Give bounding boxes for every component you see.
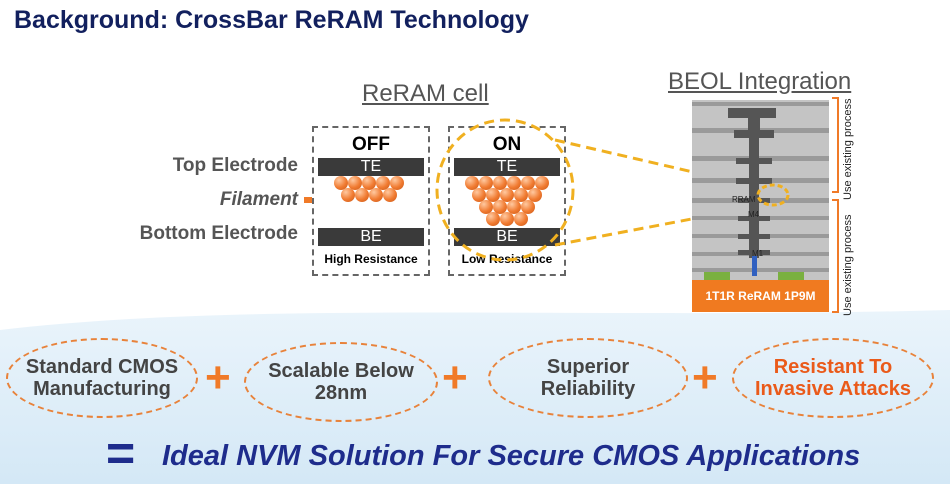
feature-4-line2: Invasive Attacks	[754, 378, 911, 400]
plus-symbol: +	[205, 353, 231, 402]
rram-highlight-icon	[756, 183, 790, 207]
feature-2-line2: 28nm	[314, 382, 368, 404]
filament-particle	[376, 176, 390, 190]
filament-particle	[348, 176, 362, 190]
plus-symbol: +	[442, 353, 468, 402]
feature-1-line2: Manufacturing	[33, 378, 171, 400]
filament-particle	[528, 188, 542, 202]
filament-particle	[500, 212, 514, 226]
side-label-lower: Use existing process	[842, 214, 854, 317]
filament-particle	[486, 188, 500, 202]
plus-symbol: +	[692, 353, 718, 402]
filament-particle	[507, 200, 521, 214]
filament-particle	[479, 200, 493, 214]
filament-particle	[514, 188, 528, 202]
bottom-electrode-label: Bottom Electrode	[139, 223, 298, 244]
filament-particle	[493, 200, 507, 214]
filament-particle	[479, 176, 493, 190]
filament-particle	[465, 176, 479, 190]
conclusion-text: Ideal NVM Solution For Secure CMOS Appli…	[162, 440, 861, 472]
on-bottom-electrode: BE	[454, 228, 560, 246]
feature-3-line1: Superior	[546, 356, 630, 378]
feature-3-line2: Reliability	[540, 378, 636, 400]
m4-layer-label: M4	[748, 210, 760, 219]
filament-particle	[341, 188, 355, 202]
page-title: Background: CrossBar ReRAM Technology	[14, 6, 529, 34]
filament-label: Filament	[219, 189, 298, 210]
filament-particle	[535, 176, 549, 190]
on-top-electrode: TE	[454, 158, 560, 176]
m1-layer-label: M1	[752, 249, 764, 258]
reram-off-cell: OFF TE BE High Resistance	[312, 126, 430, 276]
beol-heading: BEOL Integration	[668, 68, 852, 95]
filament-particle	[514, 212, 528, 226]
off-state-label: OFF	[352, 134, 390, 155]
feature-4-line1: Resistant To	[773, 356, 893, 378]
reram-cell-heading: ReRAM cell	[362, 80, 489, 107]
on-filament	[450, 176, 564, 228]
filament-particle	[472, 188, 486, 202]
filament-particle	[383, 188, 397, 202]
filament-particle	[355, 188, 369, 202]
beol-layers	[692, 102, 829, 312]
side-label-upper: Use existing process	[842, 98, 854, 201]
top-electrode-label: Top Electrode	[172, 155, 298, 176]
filament-particle	[521, 200, 535, 214]
filament-particle	[334, 176, 348, 190]
side-brackets	[832, 97, 839, 313]
rram-layer-label: RRAM	[732, 195, 756, 204]
equals-symbol: =	[106, 425, 136, 481]
filament-particle	[507, 176, 521, 190]
filament-particle	[500, 188, 514, 202]
filament-particle	[486, 212, 500, 226]
beol-stack: RRAM M4 M1 1T1R ReRAM 1P9M	[692, 100, 829, 312]
off-filament	[314, 176, 428, 206]
on-state-label: ON	[492, 134, 522, 155]
reram-on-cell: ON TE BE Low Resistance	[448, 126, 566, 276]
beol-bottom-label: 1T1R ReRAM 1P9M	[705, 289, 816, 303]
feature-1-line1: Standard CMOS	[25, 356, 179, 378]
off-top-electrode: TE	[318, 158, 424, 176]
filament-particle	[369, 188, 383, 202]
off-bottom-electrode: BE	[318, 228, 424, 246]
filament-particle	[493, 176, 507, 190]
off-resistance-label: High Resistance	[324, 252, 418, 266]
filament-particle	[362, 176, 376, 190]
background-wave	[0, 310, 950, 484]
filament-particle	[521, 176, 535, 190]
feature-2-line1: Scalable Below	[268, 360, 414, 382]
filament-particle	[390, 176, 404, 190]
